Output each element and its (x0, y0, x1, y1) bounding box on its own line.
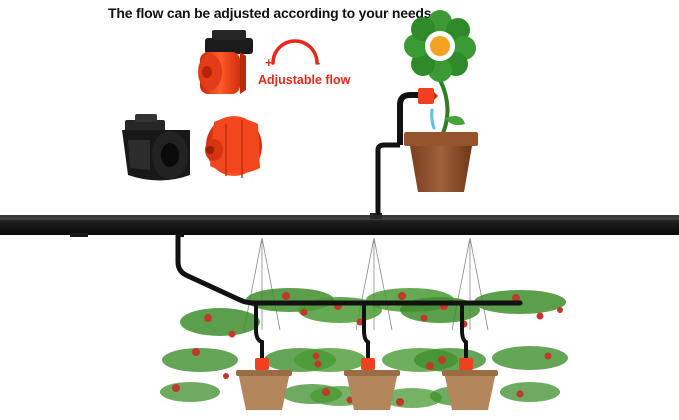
dripper-cap-icon (205, 116, 262, 178)
basket-drippers (255, 358, 473, 370)
adjust-arc-icon (271, 39, 319, 65)
plus-sign: + (265, 55, 273, 70)
distribution-tube (175, 233, 523, 306)
drip-lines (254, 303, 468, 360)
basket-pots (236, 370, 498, 410)
adjustable-flow-label: Adjustable flow (258, 73, 351, 87)
dripper-assembled-icon (198, 30, 253, 94)
dripper-base-icon (122, 114, 190, 181)
potted-flower-icon (375, 10, 478, 215)
headline: The flow can be adjusted according to yo… (108, 5, 432, 21)
